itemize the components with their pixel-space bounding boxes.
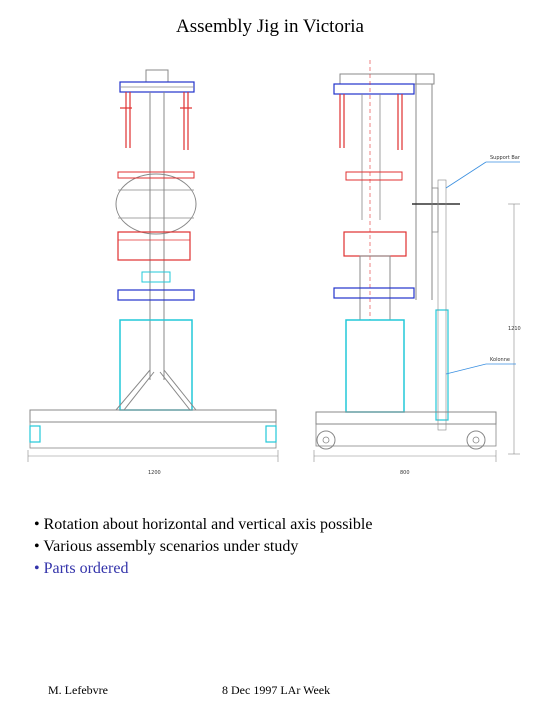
wheel-left (316, 430, 336, 450)
footer-author: M. Lefebvre (48, 683, 108, 697)
right-top-bearing (333, 83, 415, 95)
callout-bottom: Kolonne (490, 357, 510, 363)
callout-top: Support Bar (490, 155, 521, 161)
right-base-beam (315, 411, 497, 425)
left-base-beam (29, 409, 277, 423)
dim-label-left: 1200 (148, 470, 161, 476)
right-column (345, 319, 405, 413)
wheel-right (466, 430, 486, 450)
left-view: 1200 (27, 69, 279, 476)
footer-event: 8 Dec 1997 LAr Week (222, 683, 331, 697)
bullet-list: • Rotation about horizontal and vertical… (34, 514, 372, 580)
lower-red-block (117, 231, 191, 261)
left-column (119, 319, 193, 411)
bullet-item: • Rotation about horizontal and vertical… (34, 516, 373, 533)
bullet-item: • Various assembly scenarios under study (34, 538, 299, 555)
slide-title: Assembly Jig in Victoria (176, 16, 364, 37)
top-cap (145, 69, 169, 83)
upper-rods (120, 92, 192, 150)
assembly-jig-drawing: 1200 (27, 60, 521, 476)
bullet-item: • Parts ordered (34, 560, 129, 577)
cryostat-sphere (115, 173, 197, 235)
dim-label-right: 800 (400, 470, 410, 476)
dim-label-height: 1210 (508, 326, 521, 332)
right-view: 800 1210 Support Bar Kolonne (313, 60, 521, 476)
lower-bearing (117, 289, 195, 301)
